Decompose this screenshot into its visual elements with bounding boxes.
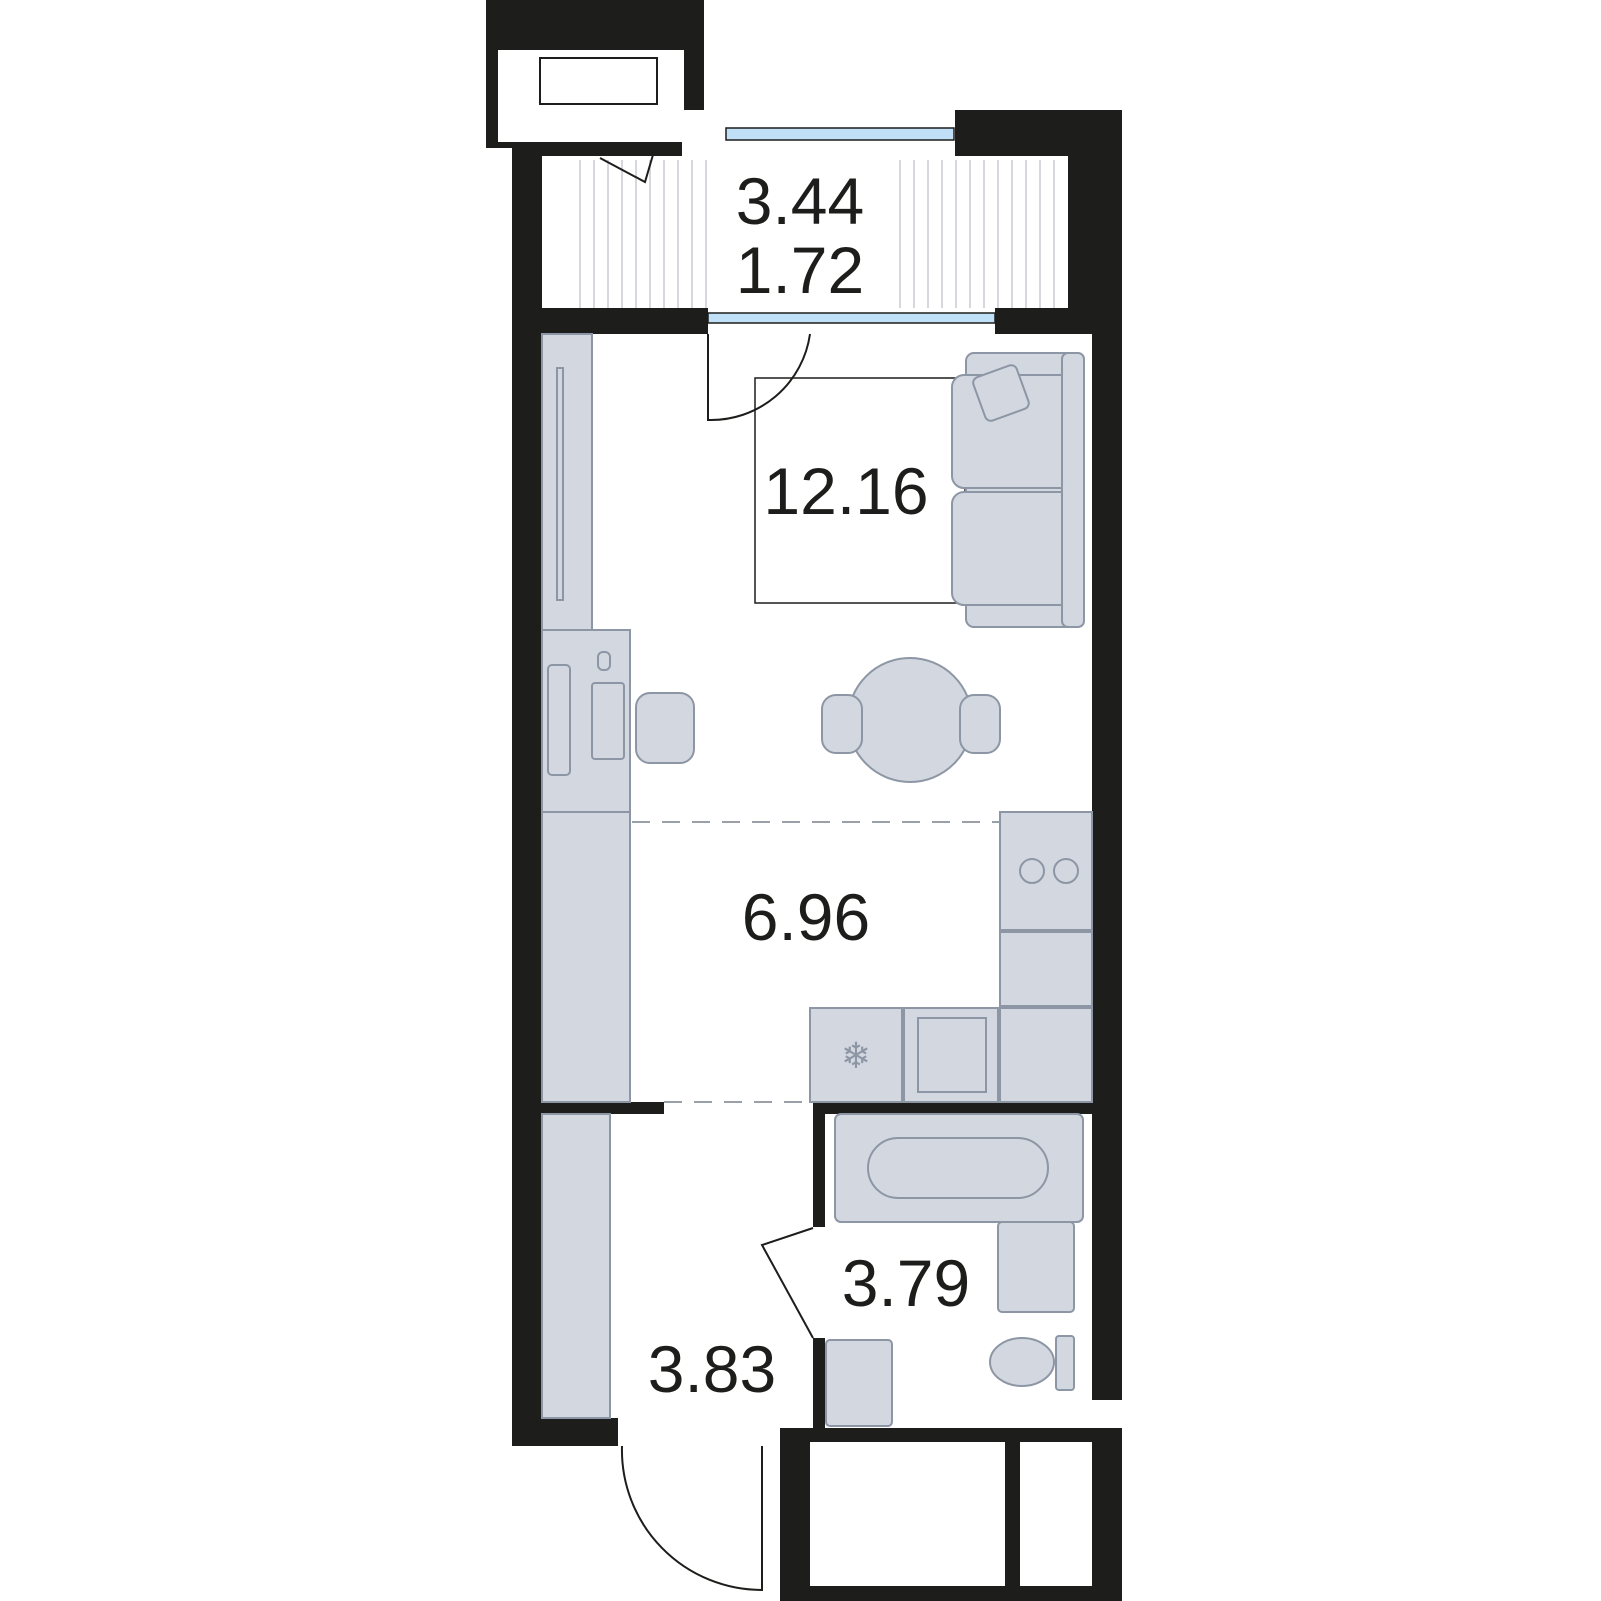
wall-bath-left-upper: [813, 1102, 825, 1227]
burner-2: [1053, 858, 1079, 884]
wall-bath-top: [813, 1102, 1092, 1114]
counter: [999, 1007, 1093, 1103]
balcony-door-swing: [707, 333, 811, 422]
shaft-cell-1: [810, 1442, 1005, 1586]
loggia-area: 3.44: [736, 164, 864, 238]
washer-unit: [999, 931, 1093, 1007]
walls: [486, 0, 1122, 1601]
area-labels: 3.44 1.72 12.16 6.96 3.79 3.83: [648, 164, 970, 1406]
tv: [556, 367, 564, 601]
shaft-cell-2: [1020, 1442, 1092, 1586]
hallway: [541, 1113, 763, 1592]
kitchen: ❄: [541, 811, 1093, 1103]
desk-chair: [635, 692, 695, 764]
sink-cabinet: [903, 1007, 999, 1103]
living-area: 12.16: [763, 454, 928, 528]
dining-chair-right: [959, 694, 1001, 754]
wall-loggia-left: [512, 308, 708, 334]
living-room: [541, 333, 1085, 813]
hallway-area: 3.83: [648, 1332, 776, 1406]
loggia: [566, 127, 1068, 324]
bathroom: [760, 1113, 1084, 1427]
sink: [917, 1017, 987, 1093]
snowflake-icon: ❄: [841, 1036, 871, 1077]
bathtub-inner: [867, 1137, 1049, 1199]
vent-box: [539, 57, 658, 105]
loggia-door-swing: [599, 147, 656, 184]
monitor: [547, 664, 571, 776]
wardrobe: [541, 811, 631, 1103]
sofa-cushion-bottom: [951, 491, 1075, 606]
keyboard: [591, 682, 625, 760]
wall-bath-left-lower: [813, 1338, 825, 1428]
bathroom-area: 3.79: [842, 1246, 970, 1320]
mouse: [597, 651, 611, 671]
wall-loggia-side: [1068, 156, 1092, 334]
wall-right: [1092, 110, 1122, 1400]
fridge: [809, 1007, 903, 1103]
wall-loggia-right: [995, 308, 1122, 334]
pillow: [972, 364, 1030, 422]
hallway-wardrobe: [541, 1113, 611, 1419]
living-window: [707, 312, 996, 324]
toilet-tank: [1055, 1335, 1075, 1391]
burner-1: [1019, 858, 1045, 884]
washing-machine: [825, 1339, 893, 1427]
dining-chair-left: [821, 694, 863, 754]
dining-table: [847, 657, 973, 783]
wall-top-right: [955, 110, 1122, 156]
hob: [999, 811, 1093, 931]
toilet: [989, 1337, 1055, 1387]
entrance-door-swing: [620, 1445, 763, 1592]
wall-left: [512, 148, 542, 1446]
loggia-decking: [579, 160, 1055, 308]
loggia-window: [725, 127, 955, 141]
kitchen-area: 6.96: [742, 880, 870, 954]
vent-cavity: [498, 50, 684, 142]
loggia-area-secondary: 1.72: [736, 233, 864, 307]
tv-unit: [541, 333, 593, 631]
bathtub: [834, 1113, 1084, 1223]
bathroom-door-swing: [760, 1227, 814, 1339]
wall-bottom-left: [512, 1418, 618, 1446]
bathroom-sink: [997, 1221, 1075, 1313]
sofa-back: [1061, 352, 1085, 628]
wall-hall-divider: [542, 1102, 664, 1114]
